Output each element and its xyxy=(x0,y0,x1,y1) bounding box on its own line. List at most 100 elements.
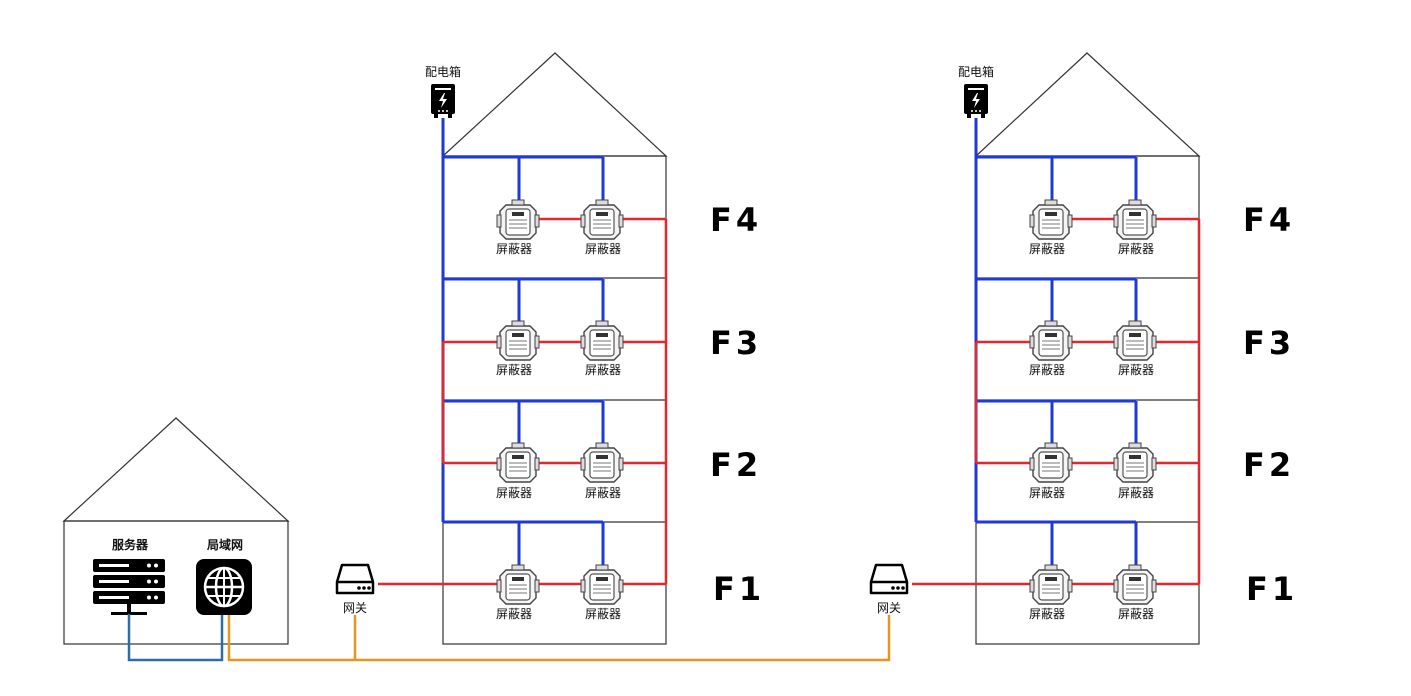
electric-box-icon xyxy=(431,84,455,118)
jammer-label: 屏蔽器 xyxy=(496,607,532,621)
jammer-label: 屏蔽器 xyxy=(1029,363,1065,377)
jammer-icon-part xyxy=(1067,214,1073,228)
signal-wiring xyxy=(912,217,1201,586)
jammer-label: 屏蔽器 xyxy=(1029,486,1065,500)
floor-label-f4: F4 xyxy=(1243,201,1295,239)
jammer-label: 屏蔽器 xyxy=(1029,242,1065,256)
jammer-icon-part xyxy=(1113,457,1119,471)
jammer-icon-part xyxy=(1067,457,1073,471)
server-label: 服务器 xyxy=(112,537,149,552)
jammer-icon-part xyxy=(595,564,609,571)
jammer-label: 屏蔽器 xyxy=(1118,486,1154,500)
jammer-icon-part xyxy=(595,442,609,449)
jammer-icon-part xyxy=(496,457,502,471)
jammer-icon-part xyxy=(1045,577,1057,581)
jammer-icon-part xyxy=(1129,212,1141,216)
jammer-icon-part xyxy=(1029,579,1035,593)
jammer-icon-part xyxy=(580,457,586,471)
jammer-icon-part xyxy=(1067,335,1073,349)
floor-label-f2: F2 xyxy=(1243,446,1295,484)
jammer-icon-part xyxy=(1113,214,1119,228)
jammer-device xyxy=(496,442,540,483)
router-icon xyxy=(335,563,375,595)
jammer-icon-part xyxy=(618,457,624,471)
lan-cable xyxy=(127,614,224,662)
floor-label-f3: F3 xyxy=(710,324,762,362)
jammer-icon-part xyxy=(512,333,524,337)
jammer-device xyxy=(1029,320,1073,361)
jammer-device xyxy=(580,564,624,605)
jammer-icon-part xyxy=(1045,455,1057,459)
globe-icon xyxy=(196,559,252,615)
jammer-icon-part xyxy=(596,333,608,337)
jammer-label: 屏蔽器 xyxy=(585,486,621,500)
jammer-icon-part xyxy=(512,455,524,459)
jammer-device xyxy=(1029,564,1073,605)
jammer-label: 屏蔽器 xyxy=(496,363,532,377)
jammer-icon-part xyxy=(1044,199,1058,206)
jammer-icon-part xyxy=(1029,457,1035,471)
jammer-icon-part xyxy=(1044,564,1058,571)
router-icon xyxy=(869,563,909,595)
jammer-icon-part xyxy=(1044,320,1058,327)
jammer-icon-part xyxy=(1045,333,1057,337)
jammer-device xyxy=(1113,320,1157,361)
jammer-icon-part xyxy=(596,212,608,216)
jammer-icon-part xyxy=(1129,577,1141,581)
jammer-icon-part xyxy=(534,335,540,349)
jammer-label: 屏蔽器 xyxy=(496,242,532,256)
jammer-icon-part xyxy=(511,199,525,206)
jammer-device xyxy=(496,320,540,361)
jammer-icon-part xyxy=(1151,579,1157,593)
control-room: 服务器 局域网 xyxy=(62,417,290,662)
jammer-label: 屏蔽器 xyxy=(585,242,621,256)
signal-wiring xyxy=(378,217,668,586)
jammer-icon-part xyxy=(512,577,524,581)
jammer-device xyxy=(1113,199,1157,240)
jammer-icon-part xyxy=(511,320,525,327)
jammer-icon-part xyxy=(618,214,624,228)
jammer-device xyxy=(1029,199,1073,240)
jammer-icon-part xyxy=(1151,457,1157,471)
jammer-icon-part xyxy=(1151,214,1157,228)
jammer-icon-part xyxy=(1029,335,1035,349)
jammer-device xyxy=(1029,442,1073,483)
jammer-icon-part xyxy=(1128,320,1142,327)
jammer-label: 屏蔽器 xyxy=(1029,607,1065,621)
jammer-icon-part xyxy=(1128,442,1142,449)
jammer-icon-part xyxy=(511,564,525,571)
jammer-icon-part xyxy=(512,212,524,216)
jammer-icon-part xyxy=(1129,455,1141,459)
jammer-icon-part xyxy=(1029,214,1035,228)
jammer-icon-part xyxy=(618,579,624,593)
jammer-label: 屏蔽器 xyxy=(1118,607,1154,621)
jammer-icon-part xyxy=(618,335,624,349)
jammer-icon-part xyxy=(596,455,608,459)
left-building: 配电箱 屏蔽器 屏蔽器 屏蔽器 屏蔽器 屏蔽器 屏蔽器 屏蔽器 屏蔽器 F4 F… xyxy=(378,52,762,645)
jammer-label: 屏蔽器 xyxy=(585,363,621,377)
jammer-icon-part xyxy=(1151,335,1157,349)
jammer-icon-part xyxy=(595,320,609,327)
jammer-device xyxy=(1113,442,1157,483)
right-building: 配电箱 屏蔽器 屏蔽器 屏蔽器 屏蔽器 屏蔽器 屏蔽器 屏蔽器 屏蔽器 F4 F… xyxy=(912,52,1295,645)
jammer-icon-part xyxy=(1129,333,1141,337)
distribution-box-label: 配电箱 xyxy=(958,64,994,79)
jammer-device xyxy=(580,320,624,361)
jammer-icon-part xyxy=(534,214,540,228)
right-building-roof xyxy=(974,52,1201,157)
control-room-roof xyxy=(62,417,290,522)
jammer-icon-part xyxy=(1128,564,1142,571)
jammer-label: 屏蔽器 xyxy=(585,607,621,621)
jammer-icon-part xyxy=(1044,442,1058,449)
jammer-icon-part xyxy=(595,199,609,206)
lan-label: 局域网 xyxy=(207,537,243,552)
jammer-device xyxy=(496,564,540,605)
jammer-icon-part xyxy=(580,214,586,228)
jammer-label: 屏蔽器 xyxy=(1118,242,1154,256)
jammer-icon-part xyxy=(580,579,586,593)
jammer-icon-part xyxy=(580,335,586,349)
jammer-icon-part xyxy=(496,214,502,228)
jammer-label: 屏蔽器 xyxy=(1118,363,1154,377)
jammer-icon-part xyxy=(1113,579,1119,593)
